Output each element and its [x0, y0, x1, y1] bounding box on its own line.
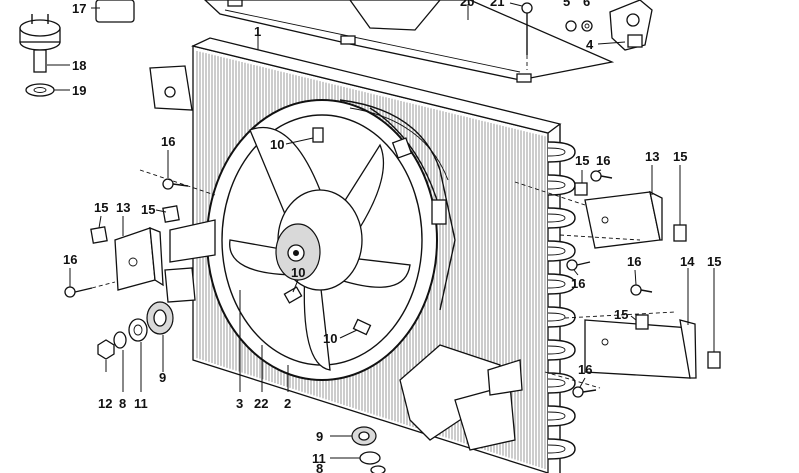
- callout-16-f: 16: [578, 362, 592, 377]
- screw-16-left-a: [139, 169, 216, 196]
- callout-17: 17: [72, 1, 86, 16]
- washer-6: [581, 20, 593, 32]
- washer-11-left: [128, 318, 148, 342]
- callout-14: 14: [680, 254, 695, 269]
- callout-labels: 17 18 19 1 20 21 5 6 4 16 10 15 13 15 16…: [63, 0, 721, 473]
- callout-9-b: 9: [316, 429, 323, 444]
- leader-lines: [47, 2, 715, 459]
- callout-15-e: 15: [707, 254, 721, 269]
- screw-10-mid: [283, 286, 303, 304]
- left-low-bracket: [164, 267, 196, 303]
- relay-17: [95, 0, 135, 23]
- left-mid-bracket: [169, 219, 216, 263]
- screw-16-right-d: [572, 386, 597, 398]
- bracket-13-right: [514, 181, 663, 249]
- callout-15-a: 15: [94, 200, 108, 215]
- clip-15-left-b: [162, 205, 180, 223]
- screw-10-low: [352, 318, 372, 336]
- callout-9-a: 9: [159, 370, 166, 385]
- clip-15-right-c: [635, 314, 649, 330]
- clip-15-left-a: [90, 226, 108, 244]
- callout-16-c: 16: [596, 153, 610, 168]
- clip-15-right-b: [673, 224, 687, 242]
- grommet-9-bottom: [351, 426, 377, 446]
- callout-21: 21: [490, 0, 504, 9]
- screw-21: [521, 2, 533, 70]
- air-duct: [204, 0, 615, 83]
- callout-13-a: 13: [116, 200, 130, 215]
- callout-19: 19: [72, 83, 86, 98]
- callout-16-e: 16: [627, 254, 641, 269]
- callout-10-a: 10: [270, 137, 284, 152]
- washer-8-left: [113, 331, 127, 349]
- screw-10-top: [312, 127, 324, 143]
- callout-16-d: 16: [571, 276, 585, 291]
- callout-20: 20: [460, 0, 474, 9]
- callout-10-c: 10: [323, 331, 337, 346]
- callout-15-f: 15: [614, 307, 628, 322]
- clip-15-right-a: [574, 182, 588, 196]
- fan-motor: [275, 189, 363, 291]
- washer-11-bottom: [359, 451, 381, 465]
- washer-8-bottom: [370, 465, 386, 473]
- callout-6: 6: [583, 0, 590, 9]
- callout-18: 18: [72, 58, 86, 73]
- bracket-13-left: [114, 227, 164, 291]
- lower-support-bracket: [399, 344, 523, 451]
- callout-16-b: 16: [63, 252, 77, 267]
- callout-3: 3: [236, 396, 243, 411]
- callout-15-d: 15: [673, 149, 687, 164]
- nut-12: [97, 339, 115, 360]
- seal-ring-19: [25, 83, 55, 97]
- callout-13-b: 13: [645, 149, 659, 164]
- callout-8-b: 8: [316, 461, 323, 473]
- left-upper-bracket: [149, 65, 193, 111]
- callout-15-b: 15: [141, 202, 155, 217]
- screw-16-right-b: [566, 259, 591, 271]
- callout-22: 22: [254, 396, 268, 411]
- callout-8-a: 8: [119, 396, 126, 411]
- callout-12: 12: [98, 396, 112, 411]
- callout-5: 5: [563, 0, 570, 9]
- wiring-harness: [369, 107, 447, 225]
- callout-1: 1: [254, 24, 261, 39]
- screw-5: [565, 20, 577, 32]
- callout-11-a: 11: [134, 396, 148, 411]
- clip-15-right-d: [707, 351, 721, 369]
- callout-4: 4: [586, 37, 594, 52]
- sensor-bracket-4: [609, 0, 653, 51]
- screw-16-right-c: [630, 284, 653, 296]
- callout-2: 2: [284, 396, 291, 411]
- screw-16-left-b: [64, 281, 116, 298]
- callout-16-a: 16: [161, 134, 175, 149]
- bracket-14: [544, 311, 697, 389]
- grommet-9-left: [146, 301, 174, 335]
- callout-11-b: 11: [312, 451, 326, 466]
- callout-10-b: 10: [291, 265, 305, 280]
- screw-16-right-a: [590, 170, 613, 182]
- callout-15-c: 15: [575, 153, 589, 168]
- condenser-tubes: [547, 141, 576, 460]
- temperature-switch-18: [19, 14, 61, 73]
